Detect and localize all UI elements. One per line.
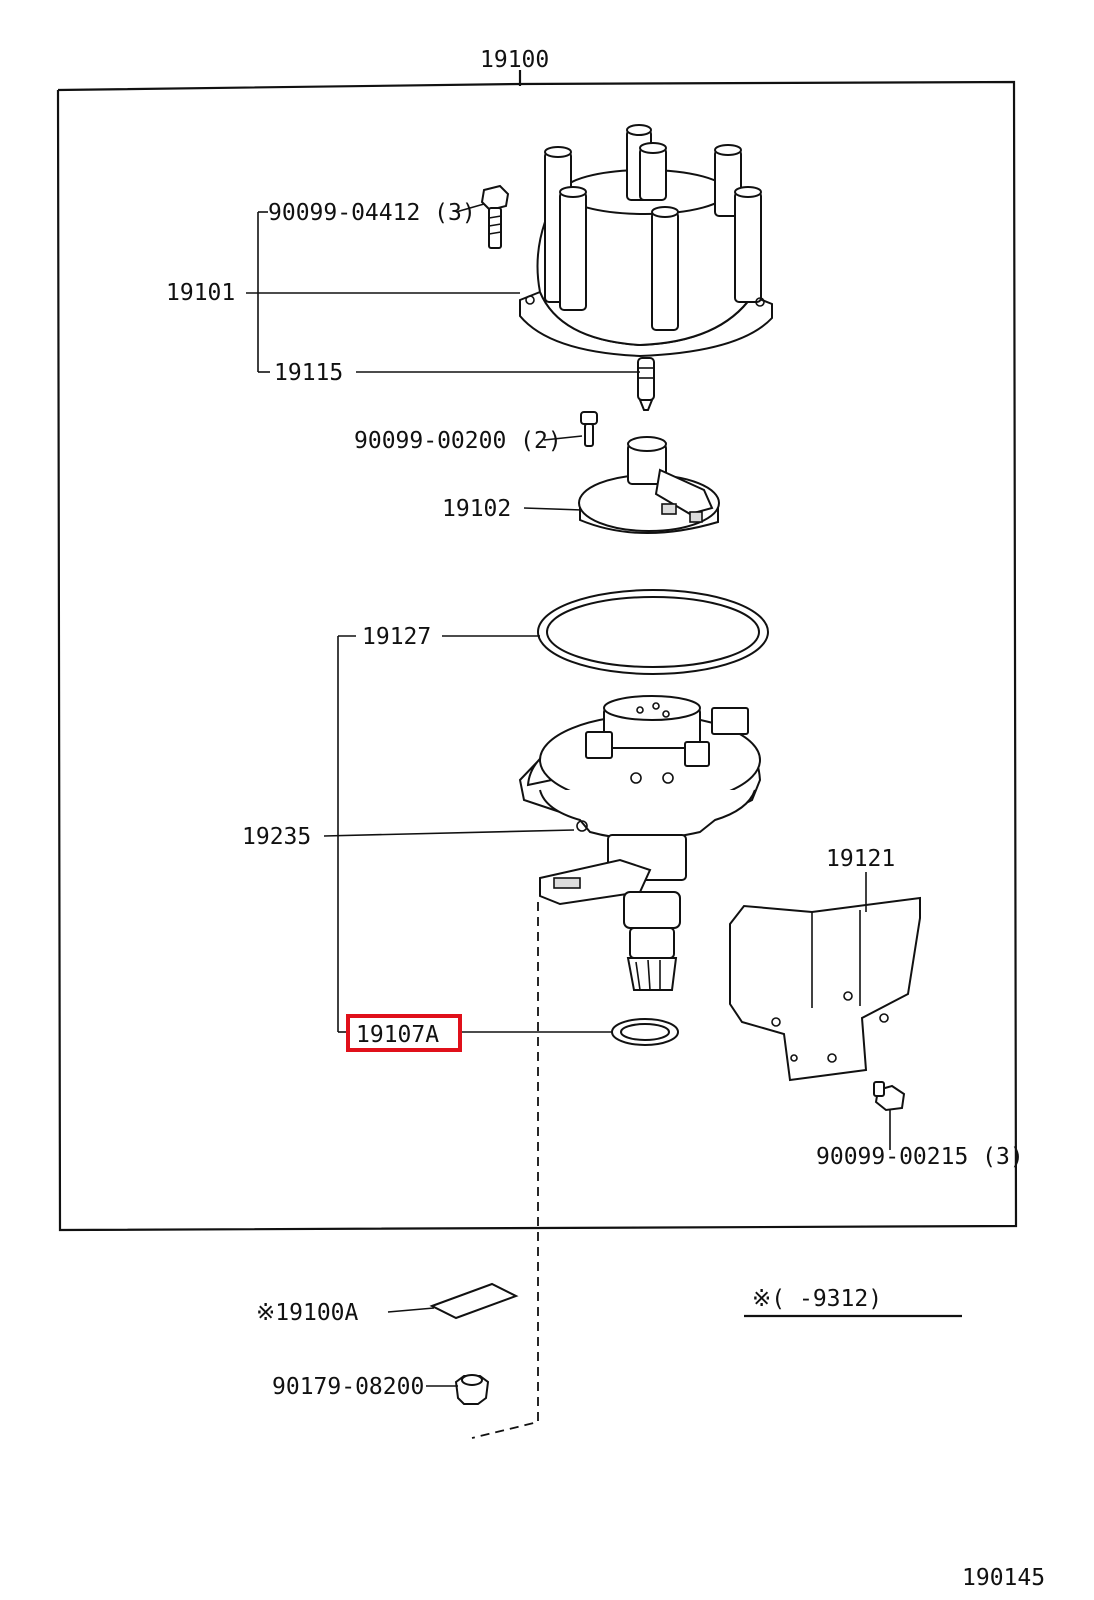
label-screw-rotor: 90099-00200 (2) — [354, 428, 562, 454]
highlight-box — [346, 1014, 462, 1052]
label-nut: 90179-08200 — [272, 1374, 424, 1400]
rotor-drawing — [578, 436, 720, 534]
note-label: ※( -9312) — [752, 1286, 882, 1312]
label-rotor: 19102 — [442, 496, 511, 522]
cover-bolt-drawing — [873, 1081, 906, 1112]
label-cap: 19101 — [166, 280, 235, 306]
cover-drawing — [729, 896, 921, 1082]
label-bolt-cover: 90099-00215 (3) — [816, 1144, 1024, 1170]
leader-lines — [246, 203, 962, 1387]
nut-drawing — [454, 1374, 490, 1405]
label-cap-contact: 19115 — [274, 360, 343, 386]
cap-bolt-drawing — [480, 184, 510, 249]
label-cover: 19121 — [826, 846, 895, 872]
footer-code: 190145 — [962, 1565, 1045, 1591]
rotor-screw-drawing — [580, 411, 598, 447]
gasket-drawing — [537, 589, 769, 675]
assembly-frame — [56, 70, 1018, 1232]
label-housing: 19235 — [242, 824, 311, 850]
o-ring-drawing — [611, 1018, 679, 1046]
label-plate-drawing — [429, 1282, 519, 1320]
distributor-cap-drawing — [519, 124, 773, 358]
dashed-reference-line — [471, 902, 539, 1439]
housing-drawing — [518, 695, 762, 991]
label-o-ring: 19107A — [356, 1022, 439, 1048]
cap-contact-drawing — [637, 357, 655, 411]
assembly-label: 19100 — [480, 47, 549, 73]
label-gasket: 19127 — [362, 624, 431, 650]
label-bolt-cap: 90099-04412 (3) — [268, 200, 476, 226]
label-label-plate: ※19100A — [256, 1300, 359, 1326]
